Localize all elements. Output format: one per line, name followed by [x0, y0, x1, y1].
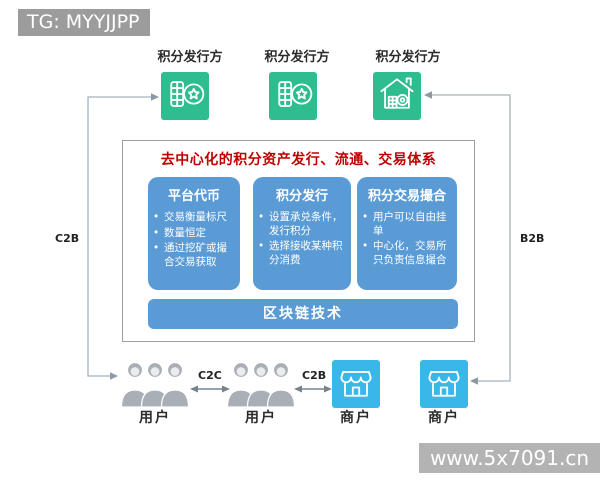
system-title: 去中心化的积分资产发行、流通、交易体系: [160, 152, 437, 168]
coins-icon: [271, 72, 315, 120]
card-title: 积分发行: [275, 189, 328, 204]
user-label-2: 用户: [245, 410, 277, 426]
person-icon: [266, 361, 296, 412]
house-coins-icon: [375, 72, 419, 120]
card-bullet: 用户可以自由挂单: [362, 211, 454, 238]
user-group-2: [226, 361, 296, 408]
card-bullet: 交易衡量标尺: [153, 211, 237, 225]
card-points-issue: 积分发行 设置承兑条件，发行积分 选择接收某种积分消费: [253, 177, 351, 290]
issuer-icon-3: [373, 72, 421, 120]
card-bullet: 中心化，交易所只负责信息撮合: [362, 240, 454, 267]
issuer-icon-1: [161, 72, 209, 120]
site-watermark-badge: www.5x7091.cn: [419, 443, 600, 473]
issuer-label-1: 积分发行方: [157, 50, 223, 65]
store-icon: [334, 360, 378, 408]
blockchain-bar: 区块链技术: [148, 299, 458, 329]
person-icon: [160, 361, 190, 412]
merchant-label-1: 商户: [340, 410, 372, 426]
merchant-icon-1: [332, 360, 380, 408]
issuer-label-3: 积分发行方: [375, 50, 441, 65]
card-bullet-list: 用户可以自由挂单 中心化，交易所只负责信息撮合: [357, 211, 457, 268]
card-bullet: 设置承兑条件，发行积分: [258, 211, 348, 238]
card-bullet: 通过挖矿或撮合交易获取: [153, 242, 237, 269]
card-title: 积分交易撮合: [367, 189, 446, 204]
coins-icon: [163, 72, 207, 120]
merchant-icon-2: [420, 360, 468, 408]
card-bullet: 数量恒定: [153, 227, 237, 241]
tg-watermark-badge: TG: MYYJJPP: [18, 9, 150, 36]
issuer-label-2: 积分发行方: [264, 50, 330, 65]
issuer-icon-2: [269, 72, 317, 120]
card-platform-token: 平台代币 交易衡量标尺 数量恒定 通过挖矿或撮合交易获取: [148, 177, 240, 290]
user-label-1: 用户: [139, 410, 171, 426]
card-title: 平台代币: [167, 189, 220, 204]
left-connection-label: C2B: [55, 232, 80, 245]
system-box: 去中心化的积分资产发行、流通、交易体系 平台代币 交易衡量标尺 数量恒定 通过挖…: [122, 140, 475, 342]
user-group-1: [120, 361, 190, 408]
right-connection-label: B2B: [520, 232, 545, 245]
card-bullet-list: 交易衡量标尺 数量恒定 通过挖矿或撮合交易获取: [148, 211, 240, 270]
merchant-label-2: 商户: [428, 410, 460, 426]
card-bullet-list: 设置承兑条件，发行积分 选择接收某种积分消费: [253, 211, 351, 268]
card-bullet: 选择接收某种积分消费: [258, 240, 348, 267]
card-trade-matching: 积分交易撮合 用户可以自由挂单 中心化，交易所只负责信息撮合: [357, 177, 457, 290]
store-icon: [422, 360, 466, 408]
c2b-mid-label: C2B: [302, 369, 327, 382]
c2c-label: C2C: [198, 369, 222, 382]
